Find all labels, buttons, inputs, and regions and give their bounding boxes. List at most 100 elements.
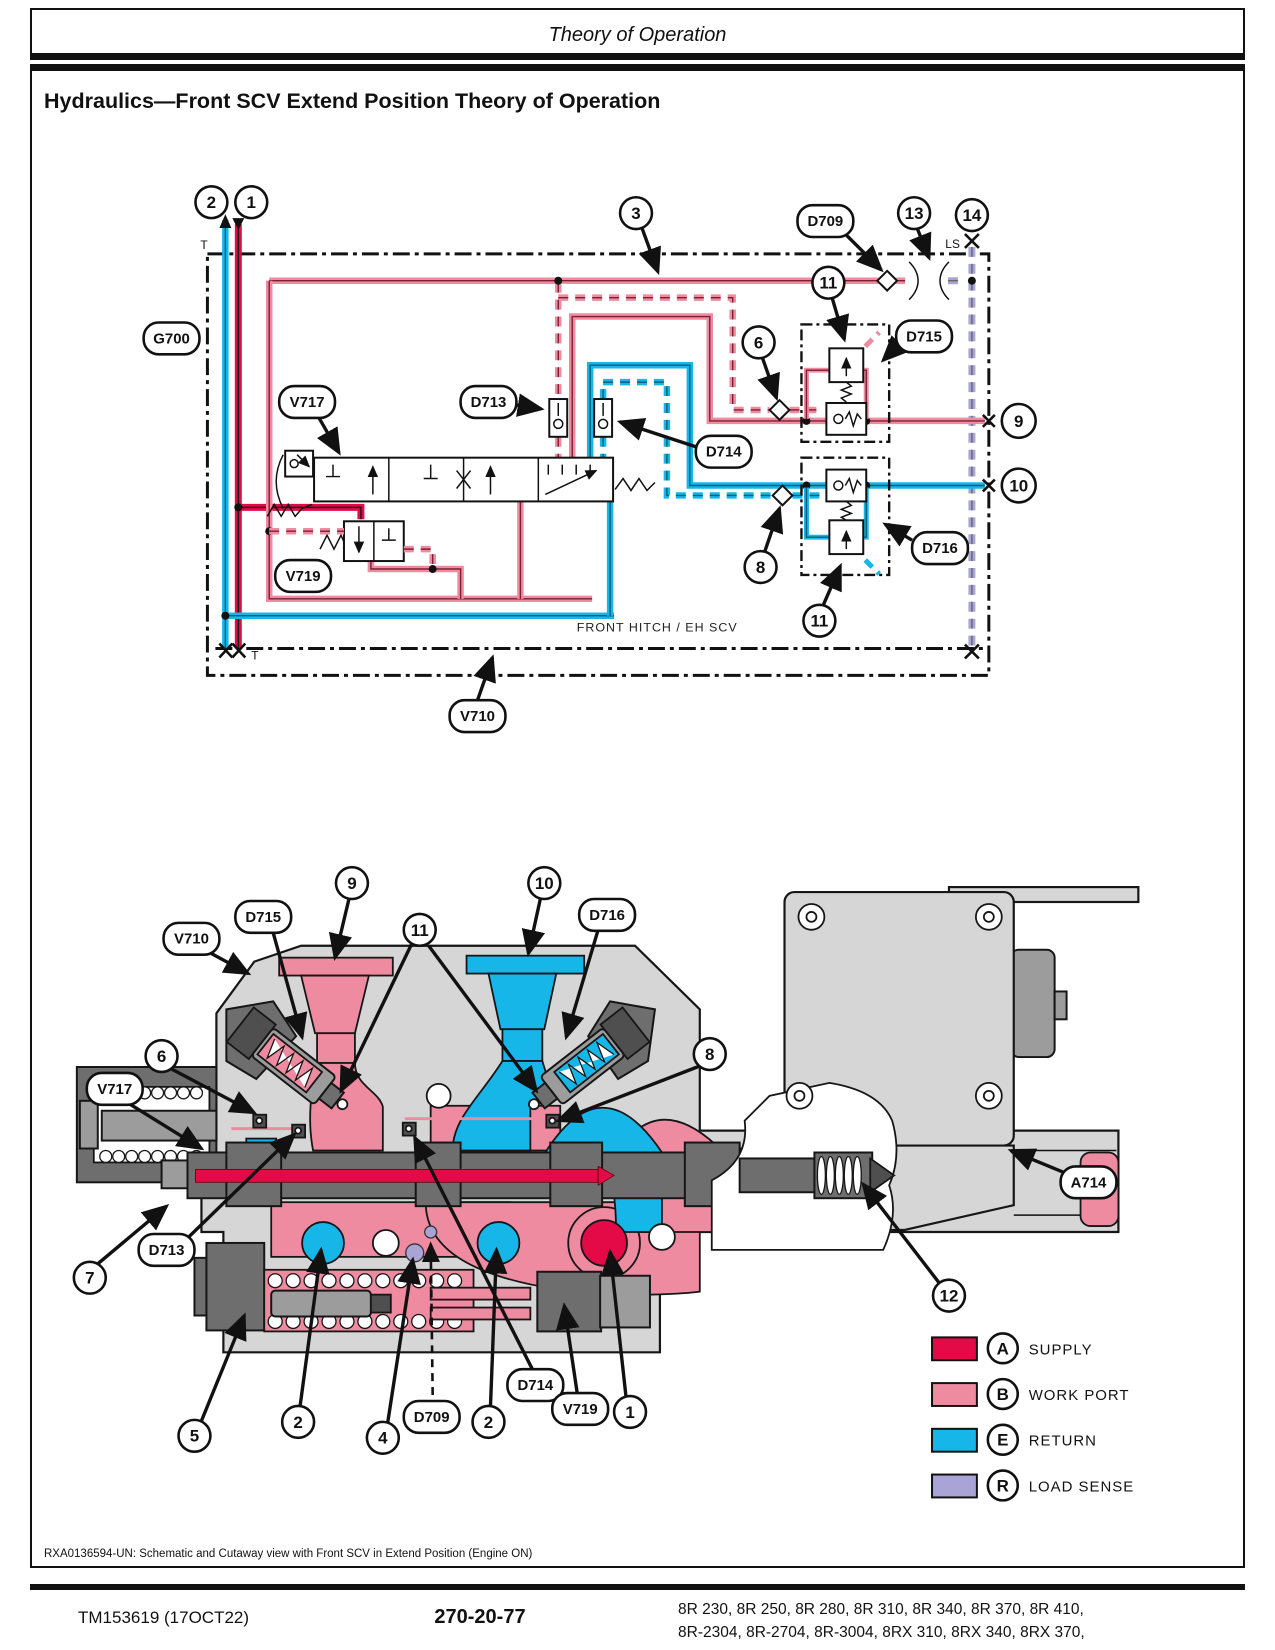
ls-label: LS <box>945 237 960 251</box>
running-header-title: Theory of Operation <box>548 24 727 46</box>
check-valve-d714 <box>593 398 614 438</box>
callout-2: 2 <box>194 185 229 220</box>
legend-row-load-sense: R LOAD SENSE <box>931 1469 1134 1502</box>
reducing-valve-symbol <box>269 520 436 567</box>
svg-text:V719: V719 <box>563 1401 598 1418</box>
svg-text:8: 8 <box>705 1045 714 1064</box>
callout-4: 4 <box>365 1420 401 1455</box>
ls-filter-symbol <box>908 261 950 301</box>
callout-7: 7 <box>72 1260 108 1295</box>
supply-swatch <box>931 1336 978 1362</box>
load-sense-swatch <box>931 1473 978 1499</box>
schematic-leaders <box>316 227 932 701</box>
label-v719: V719 <box>273 558 333 594</box>
valve-block-d716 <box>800 456 891 577</box>
svg-text:2: 2 <box>207 193 216 212</box>
callout-11a: 11 <box>811 265 846 300</box>
label-a714: A714 <box>1059 1165 1118 1200</box>
svg-text:D715: D715 <box>906 328 942 345</box>
supply-gallery <box>580 1219 628 1267</box>
callout-1: 1 <box>234 185 269 220</box>
label-v710: V710 <box>448 698 507 734</box>
load-sense-line: LS <box>945 233 980 660</box>
manifold-boundary <box>205 252 991 677</box>
cutaway-labels: V710 D715 D716 V717 D713 D709 D714 V719 … <box>85 897 1118 1435</box>
scv-spool-symbol <box>266 449 656 518</box>
work-port-lines <box>265 277 985 603</box>
svg-text:D716: D716 <box>589 907 625 924</box>
svg-text:V710: V710 <box>174 931 209 948</box>
compensator-assembly <box>193 1241 651 1333</box>
cutaway-view: 9 10 11 6 7 8 12 5 2 4 2 1 V710 D715 D71… <box>72 865 1140 1455</box>
svg-text:6: 6 <box>157 1047 166 1066</box>
svg-text:V719: V719 <box>286 568 321 585</box>
svg-text:1: 1 <box>247 193 256 212</box>
return-swatch <box>931 1427 978 1453</box>
svg-text:D713: D713 <box>471 394 507 411</box>
page-title: Hydraulics—Front SCV Extend Position The… <box>44 89 661 113</box>
label-d714: D714 <box>694 434 753 469</box>
footer-models-line1: 8R 230, 8R 250, 8R 280, 8R 310, 8R 340, … <box>678 1601 1084 1618</box>
svg-text:RETURN: RETURN <box>1029 1433 1097 1450</box>
svg-text:11: 11 <box>819 274 837 293</box>
svg-text:10: 10 <box>535 874 554 893</box>
schematic-callouts: 2 1 3 13 14 11 6 9 10 8 11 <box>194 185 1037 638</box>
label-g700: G700 <box>142 321 201 356</box>
load-sense-port <box>405 1243 425 1263</box>
svg-text:D715: D715 <box>245 909 281 926</box>
svg-text:D716: D716 <box>922 540 958 557</box>
ecu-bolts <box>785 903 1003 1110</box>
check-valve-d713 <box>548 398 569 438</box>
svg-text:SUPPLY: SUPPLY <box>1029 1341 1093 1358</box>
label-d715: D715 <box>894 319 954 354</box>
svg-text:2: 2 <box>484 1413 493 1432</box>
label-d709: D709 <box>796 203 855 239</box>
svg-text:13: 13 <box>905 204 924 223</box>
return-work-lines <box>586 361 985 499</box>
orifice-d709 <box>875 269 899 292</box>
label-v710: V710 <box>162 921 221 956</box>
cutaway-callouts: 9 10 11 6 7 8 12 5 2 4 2 1 <box>72 865 967 1455</box>
callout-11: 11 <box>402 912 437 948</box>
schematic-labels: G700 V717 D713 D714 D709 D715 D716 V719 … <box>142 203 970 734</box>
spool-centering-spring <box>738 1151 896 1200</box>
color-legend: A SUPPLY B WORK PORT E RETURN R LOAD SEN… <box>931 1332 1134 1502</box>
svg-text:3: 3 <box>631 204 640 223</box>
callout-8: 8 <box>743 549 778 585</box>
legend-row-work-port: B WORK PORT <box>931 1377 1130 1411</box>
callout-12: 12 <box>931 1278 967 1313</box>
svg-text:4: 4 <box>378 1429 388 1448</box>
svg-text:7: 7 <box>85 1269 94 1288</box>
content-frame: Hydraulics—Front SCV Extend Position The… <box>30 64 1245 1568</box>
callout-14: 14 <box>954 197 990 233</box>
svg-text:WORK PORT: WORK PORT <box>1029 1387 1130 1404</box>
callout-2a: 2 <box>280 1404 316 1440</box>
load-sense-drilling <box>424 1225 438 1239</box>
footer-models-line2: 8R-2304, 8R-2704, 8R-3004, 8RX 310, 8RX … <box>678 1624 1085 1641</box>
svg-text:V717: V717 <box>97 1081 132 1098</box>
callout-1: 1 <box>612 1394 648 1430</box>
figure-caption: RXA0136594-UN: Schematic and Cutaway vie… <box>44 1548 533 1560</box>
svg-text:11: 11 <box>810 612 828 631</box>
label-v717: V717 <box>85 1071 144 1107</box>
svg-text:B: B <box>997 1385 1009 1404</box>
label-d716: D716 <box>910 530 970 566</box>
main-spool <box>160 1141 763 1208</box>
cutaway-leaders <box>96 898 1065 1423</box>
label-d716: D716 <box>577 897 637 933</box>
legend-row-supply: A SUPPLY <box>931 1332 1093 1365</box>
footer-page-number: 270-20-77 <box>434 1606 526 1628</box>
svg-text:V710: V710 <box>460 708 495 725</box>
svg-text:12: 12 <box>940 1287 959 1306</box>
schematic-diagram: FRONT HITCH / EH SCV LS <box>142 185 1037 734</box>
orifice-8 <box>771 484 794 507</box>
callout-2b: 2 <box>471 1404 506 1440</box>
supply-line <box>232 218 365 649</box>
callout-8: 8 <box>692 1036 728 1072</box>
footer-rule <box>30 1584 1245 1590</box>
label-d713: D713 <box>137 1232 196 1268</box>
svg-text:A714: A714 <box>1071 1174 1107 1191</box>
svg-text:11: 11 <box>411 921 429 940</box>
footer-doc-id: TM153619 (17OCT22) <box>78 1608 250 1627</box>
svg-text:LOAD SENSE: LOAD SENSE <box>1029 1478 1134 1495</box>
